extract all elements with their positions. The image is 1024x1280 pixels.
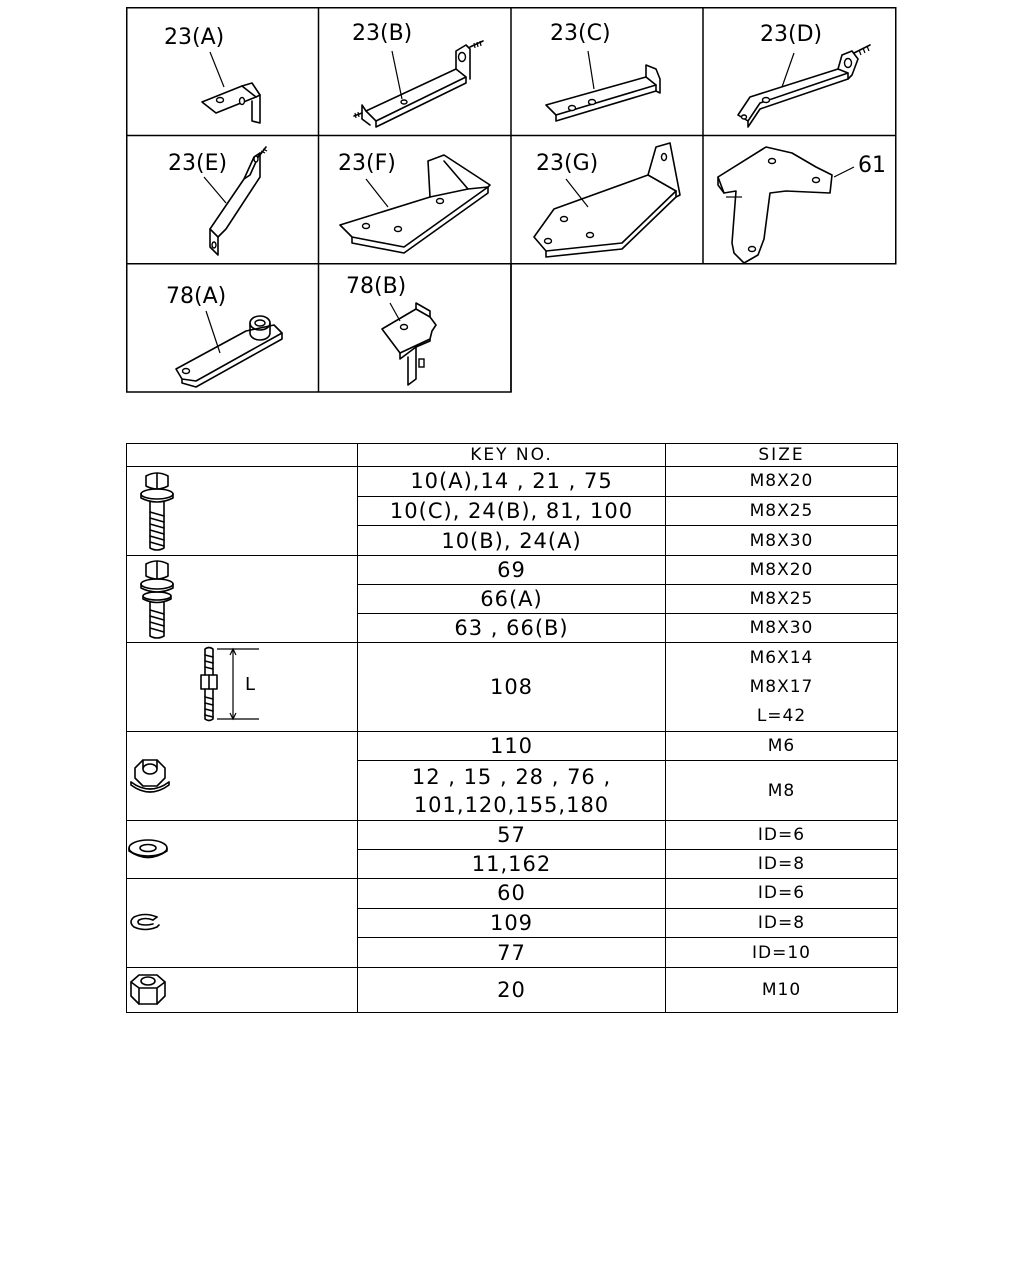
bracket-23b: 23(B) [352,21,484,128]
flat-washer-icon [126,820,358,879]
key-no-cell: 20 [357,967,666,1013]
stud-bolt-icon: L [126,642,358,732]
size-cell: M8X25 [665,495,898,527]
size-cell: M8X20 [665,555,898,585]
svg-text:78(B): 78(B) [346,274,406,299]
size-cell: M8 [665,760,898,821]
grid-lines [126,7,897,393]
svg-text:61: 61 [858,153,886,178]
size-cell: M8X25 [665,584,898,614]
table-row: 60 ID=6 [126,878,898,968]
hex-nut-icon [126,967,358,1013]
size-cell: M8X20 [665,466,898,497]
key-no-cell: 60 [357,878,666,909]
flange-nut-icon [126,731,358,821]
svg-text:23(F): 23(F) [338,151,396,176]
key-no-cell: 110 [357,730,666,762]
bracket-23c: 23(C) [545,21,661,122]
size-cell: M6 [665,730,898,762]
length-dim-label: L [245,674,255,695]
bracket-23f: 23(F) [338,151,491,254]
svg-text:23(C): 23(C) [550,21,611,46]
key-line: 12 , 15 , 28 , 76 , [411,764,612,789]
bracket-78b: 78(B) [346,274,437,386]
size-cell: ID=8 [665,849,898,879]
key-no-cell: 10(B), 24(A) [357,525,666,556]
table-row: 12 , 15 , 28 , 76 , 101,120,155,180 M8 [127,760,898,821]
size-cell: ID=6 [665,878,898,909]
bracket-78a: 78(A) [166,284,283,388]
key-no-cell: 12 , 15 , 28 , 76 , 101,120,155,180 [357,760,666,821]
header-blank [126,443,358,467]
svg-text:23(G): 23(G) [536,151,598,176]
size-cell: M6X14 M8X17 L=42 [665,642,898,732]
svg-text:78(A): 78(A) [166,284,226,309]
table-header-row: KEY NO. SIZE [126,443,898,467]
table-row: 66(A) M8X25 [127,584,898,614]
key-line: 101,120,155,180 [413,792,610,817]
table-row: 110 M6 [126,730,898,821]
table-row: L 108 M6X14 M8X17 L=42 [126,642,898,732]
size-line: M6X14 [749,647,814,668]
bracket-61: 61 [717,146,886,264]
size-line: L=42 [756,705,807,726]
header-key-no: KEY NO. [357,443,666,467]
size-cell: M10 [665,967,898,1013]
size-cell: ID=8 [665,907,898,939]
table-row: 11,162 ID=8 [127,849,898,879]
key-no-cell: 77 [357,937,666,968]
key-no-cell: 69 [357,555,666,585]
table-row: 10(B), 24(A) M8X30 [127,525,898,556]
key-no-cell: 109 [357,907,666,939]
svg-text:23(D): 23(D) [760,22,822,47]
spring-washer-icon [126,878,358,968]
bracket-23e: 23(E) [168,146,268,256]
key-no-cell: 11,162 [357,849,666,879]
key-no-cell: 66(A) [357,584,666,614]
table-row: 57 ID=6 [126,820,898,879]
size-cell: M8X30 [665,613,898,643]
table-row: 63 , 66(B) M8X30 [127,613,898,643]
fastener-spec-table: KEY NO. SIZE 10(A),14 , 21 , 75 M8X20 10… [126,443,898,1013]
key-no-cell: 57 [357,820,666,850]
table-row: 20 M10 [126,967,898,1013]
bracket-23a: 23(A) [164,25,261,124]
key-no-cell: 10(C), 24(B), 81, 100 [357,495,666,527]
size-cell: M8X30 [665,525,898,556]
flange-bolt-icon [126,466,358,556]
size-line: M8X17 [749,676,814,697]
key-no-cell: 63 , 66(B) [357,613,666,643]
svg-text:23(E): 23(E) [168,151,227,176]
table-row: 69 M8X20 [126,555,898,643]
table-row: 10(A),14 , 21 , 75 M8X20 [126,466,898,556]
key-no-cell: 10(A),14 , 21 , 75 [357,466,666,497]
bracket-diagram-grid: 23(A) 23(B) 23(C) 23(D) [126,7,897,393]
table-row: 109 ID=8 [127,907,898,939]
size-cell: ID=10 [665,937,898,968]
key-no-cell: 108 [357,642,666,732]
bracket-23d: 23(D) [737,22,871,128]
svg-text:23(A): 23(A) [164,25,224,50]
header-size: SIZE [665,443,898,467]
size-cell: ID=6 [665,820,898,850]
bolt-with-washer-icon [126,555,358,643]
svg-text:23(B): 23(B) [352,21,412,46]
bracket-23g: 23(G) [533,142,681,258]
